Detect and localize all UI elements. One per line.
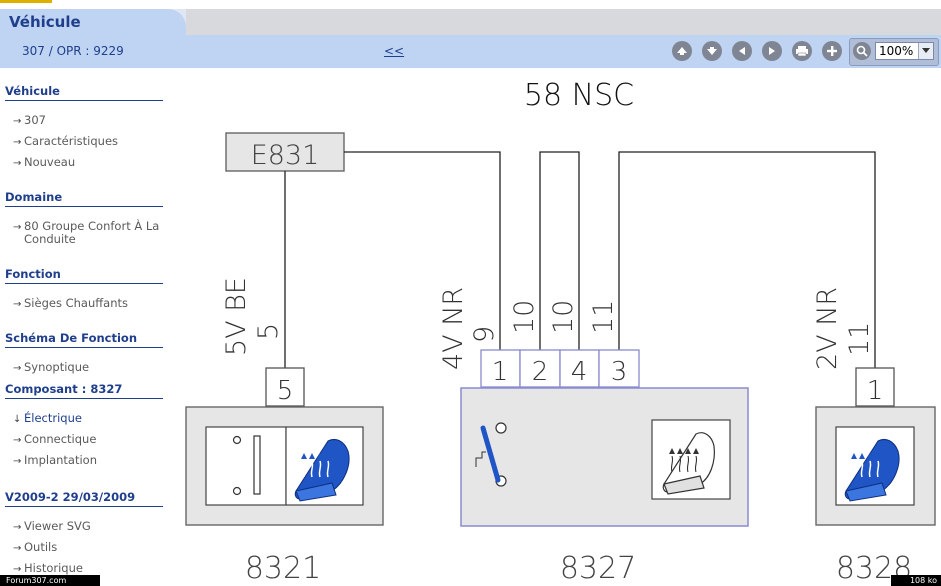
top-strip bbox=[0, 0, 941, 9]
pin-8321-label: 5 bbox=[277, 376, 294, 406]
wire-label-5v-be: 5V BE bbox=[221, 277, 252, 356]
sidebar-item-groupe-confort[interactable]: →80 Groupe Confort À La Conduite bbox=[13, 219, 160, 246]
switch-symbol-icon bbox=[475, 451, 486, 467]
zoom-value: 100% bbox=[879, 44, 914, 58]
pin-row-8327 bbox=[480, 349, 640, 388]
page-title: Véhicule bbox=[9, 13, 81, 31]
heated-seat-icon bbox=[294, 438, 350, 502]
section-schema: Schéma De Fonction bbox=[5, 331, 163, 348]
sidebar-item-connectique[interactable]: →Connectique bbox=[13, 432, 97, 447]
pin-label-1: 1 bbox=[492, 357, 509, 387]
add-button[interactable] bbox=[822, 41, 842, 61]
previous-button[interactable] bbox=[732, 41, 752, 61]
sidebar-item-outils[interactable]: →Outils bbox=[13, 540, 58, 555]
section-composant: Composant : 8327 bbox=[5, 382, 163, 399]
file-size-badge: 108 ko bbox=[891, 575, 941, 586]
plus-icon bbox=[827, 46, 837, 56]
chevron-down-icon[interactable] bbox=[918, 43, 933, 59]
pin-8328-label: 1 bbox=[867, 376, 884, 406]
switch-box-8321 bbox=[205, 426, 287, 506]
connector-e831[interactable] bbox=[225, 132, 345, 172]
section-vehicule: Véhicule bbox=[5, 84, 163, 101]
arrow-right-icon: → bbox=[13, 456, 22, 467]
section-version: V2009-2 29/03/2009 bbox=[5, 490, 163, 507]
wire-label-pin-9: 9 bbox=[469, 326, 500, 343]
wiring-diagram: 58 NSC E831 5V BE 5 4V NR 9 10 10 11 2V … bbox=[185, 78, 936, 586]
switch-lever-icon bbox=[480, 425, 501, 483]
sub-toolbar bbox=[0, 35, 941, 68]
component-8321-label: 8321 bbox=[245, 551, 321, 586]
switch-terminal-icon bbox=[495, 422, 507, 434]
sidebar-item-307[interactable]: →307 bbox=[13, 113, 46, 128]
pin-box-8328[interactable] bbox=[855, 367, 895, 407]
sidebar-item-sieges-chauffants[interactable]: →Sièges Chauffants bbox=[13, 296, 129, 311]
arrow-right-icon: → bbox=[13, 222, 22, 233]
arrow-right-icon: → bbox=[13, 543, 22, 554]
heated-seat-icon bbox=[844, 438, 900, 502]
up-button[interactable] bbox=[672, 41, 692, 61]
arrow-right-icon: → bbox=[13, 435, 22, 446]
wire-label-5: 5 bbox=[253, 323, 284, 340]
switch-terminal-icon bbox=[232, 435, 242, 445]
zoom-button[interactable] bbox=[853, 42, 871, 60]
back-link[interactable]: << bbox=[384, 44, 405, 58]
magnifier-icon bbox=[856, 45, 868, 57]
section-domaine: Domaine bbox=[5, 190, 163, 207]
switch-terminal-icon bbox=[232, 486, 242, 496]
diagram-title: 58 NSC bbox=[524, 78, 634, 113]
sidebar-item-implantation[interactable]: →Implantation bbox=[13, 453, 98, 468]
wire-label-2v-nr: 2V NR bbox=[812, 287, 843, 370]
arrow-right-icon: → bbox=[13, 363, 22, 374]
wire-label-pin-10b: 10 bbox=[548, 300, 579, 334]
up-arrow-icon bbox=[677, 47, 687, 55]
breadcrumb: 307 / OPR : 9229 bbox=[22, 44, 124, 58]
pin-label-3: 3 bbox=[611, 357, 628, 387]
down-button[interactable] bbox=[702, 41, 722, 61]
zoom-select[interactable]: 100% bbox=[875, 42, 934, 60]
right-arrow-icon bbox=[769, 47, 775, 55]
component-8327-label: 8327 bbox=[560, 551, 636, 586]
sidebar-item-caracteristiques[interactable]: →Caractéristiques bbox=[13, 134, 119, 149]
arrow-right-icon: → bbox=[13, 299, 22, 310]
print-icon bbox=[796, 46, 808, 57]
wire-label-11: 11 bbox=[844, 322, 875, 356]
pin-label-2: 2 bbox=[532, 357, 549, 387]
left-arrow-icon bbox=[739, 47, 745, 55]
print-button[interactable] bbox=[792, 41, 812, 61]
sidebar: Véhicule →307 →Caractéristiques →Nouveau… bbox=[0, 68, 170, 586]
sidebar-item-electrique[interactable]: ↓Électrique bbox=[13, 411, 82, 426]
arrow-right-icon: → bbox=[13, 564, 22, 575]
sidebar-item-synoptique[interactable]: →Synoptique bbox=[13, 360, 90, 375]
next-button[interactable] bbox=[762, 41, 782, 61]
heated-seat-outline-icon bbox=[662, 432, 715, 495]
watermark-left: Forum307.com bbox=[0, 575, 100, 586]
arrow-right-icon: → bbox=[13, 522, 22, 533]
arrow-right-icon: → bbox=[13, 116, 22, 127]
wire-label-pin-11: 11 bbox=[588, 300, 619, 334]
switch-bar-icon bbox=[253, 435, 261, 495]
pin-label-4: 4 bbox=[571, 357, 588, 387]
sidebar-item-nouveau[interactable]: →Nouveau bbox=[13, 155, 76, 170]
connector-e831-label: E831 bbox=[251, 140, 320, 171]
wire-label-4v-nr: 4V NR bbox=[438, 287, 469, 370]
tab-bar-background bbox=[186, 9, 941, 35]
pin-box-4[interactable] bbox=[559, 349, 600, 388]
down-arrow-icon bbox=[707, 47, 717, 55]
arrow-down-icon: ↓ bbox=[13, 414, 22, 425]
pin-box-3[interactable] bbox=[598, 349, 640, 388]
sidebar-item-historique[interactable]: →Historique bbox=[13, 561, 83, 576]
tab-vehicule[interactable] bbox=[0, 9, 186, 35]
sidebar-item-viewer-svg[interactable]: →Viewer SVG bbox=[13, 519, 91, 534]
pin-box-8321[interactable] bbox=[265, 367, 305, 407]
gold-accent bbox=[0, 0, 52, 3]
arrow-right-icon: → bbox=[13, 137, 22, 148]
wire-label-pin-10a: 10 bbox=[509, 300, 540, 334]
arrow-right-icon: → bbox=[13, 158, 22, 169]
pin-box-2[interactable] bbox=[519, 349, 561, 388]
section-fonction: Fonction bbox=[5, 267, 163, 284]
